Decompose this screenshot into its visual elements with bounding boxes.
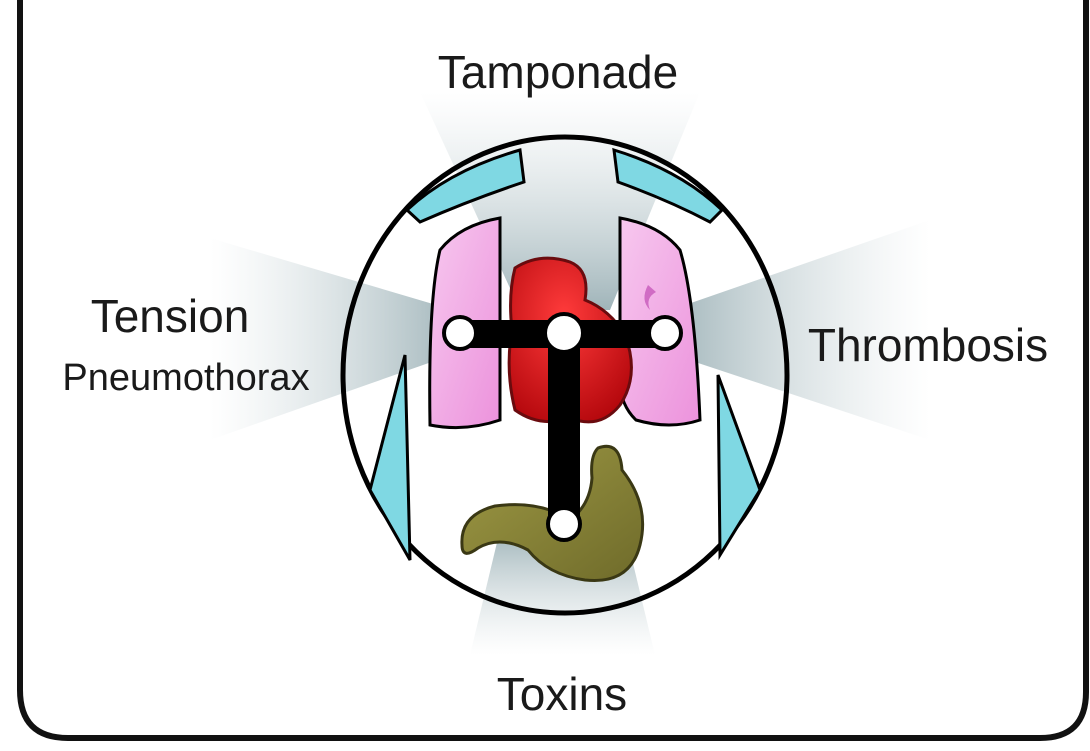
label-tension: Tension (91, 290, 250, 342)
node-bottom (548, 508, 580, 540)
label-pneumothorax: Pneumothorax (62, 357, 309, 399)
node-right (649, 317, 681, 349)
lower-rib-left (370, 355, 410, 560)
node-center (545, 314, 583, 352)
label-thrombosis: Thrombosis (808, 319, 1048, 371)
connector-vertical (548, 334, 580, 526)
label-toxins: Toxins (497, 668, 627, 720)
lower-rib-right (718, 375, 760, 555)
label-tamponade: Tamponade (438, 46, 678, 98)
node-left (444, 317, 476, 349)
